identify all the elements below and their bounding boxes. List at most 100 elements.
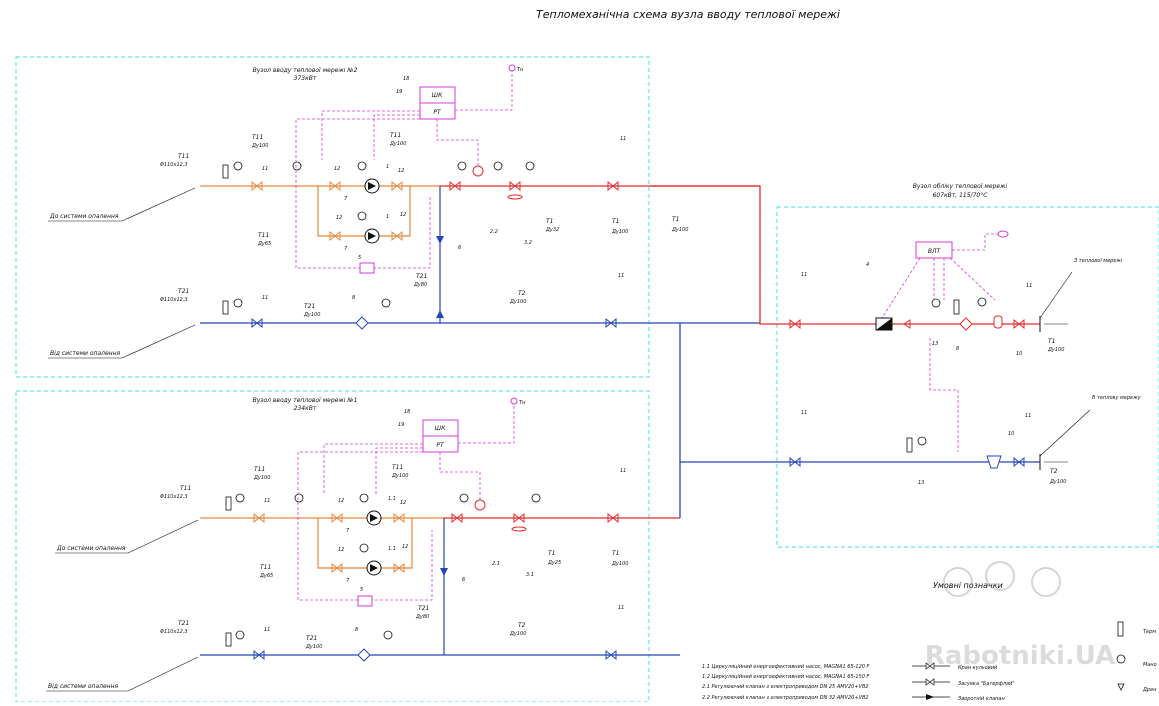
meter-params: 607кВт, 115/70°С (933, 192, 989, 199)
meter-boundary (776, 206, 1159, 548)
node2-dy100-label: Ду100 (251, 143, 268, 149)
node1-pipe1-label: Φ110х12,3 (160, 494, 188, 500)
meter-n13a: 13 (932, 341, 938, 347)
node1-manometer-8-icon (383, 630, 393, 640)
meter-n10b: 10 (1008, 431, 1014, 437)
node1-title: Вузол вводу теплової мережі №1 (253, 397, 358, 404)
node2-t1b-label: T1 (612, 218, 619, 225)
meter-control-link-5 (929, 338, 959, 452)
node1-n11c: 11 (620, 468, 626, 474)
node2-check-valve-2-icon (436, 310, 444, 318)
node1-rt-label: РТ (436, 442, 445, 449)
node2-to-heating-leader (121, 187, 196, 222)
node2-t21-label: T21 (178, 288, 189, 295)
meter-control-link-1 (952, 233, 998, 251)
node1-controller-5-icon (357, 595, 373, 607)
node1-manometer-6-icon (531, 493, 541, 503)
node1-dy100c-label: Ду100 (305, 644, 322, 650)
node2-t11c-label: T11 (258, 232, 269, 239)
node1-manometer-3-icon (359, 493, 369, 503)
legend-ball-valve-icon (925, 662, 935, 670)
node1-t1-label: T1 (548, 550, 555, 557)
node2-thermometer-2-icon (222, 300, 229, 315)
node1-sensor-icon (511, 526, 527, 532)
meter-control-link-6 (949, 257, 996, 301)
node2-l22: 2.2 (490, 229, 498, 235)
meter-vlt-label: ВЛТ (928, 248, 942, 255)
node2-pump-2-arrow-icon (368, 232, 376, 240)
node1-dy25-label: Ду25 (547, 560, 561, 566)
node2-power: 373кВт (294, 75, 317, 82)
node2-t21b-label: T21 (416, 273, 427, 280)
node1-t21b-label: T21 (418, 605, 429, 612)
node2-shk-label: ШК (432, 92, 443, 99)
node1-dy65-label: Ду65 (259, 573, 273, 579)
node2-n7: 7 (344, 196, 348, 202)
node2-n18: 18 (403, 76, 409, 82)
meter-thermometer-1-icon (953, 299, 960, 315)
node1-valve-12c-icon (331, 562, 343, 574)
node1-t2-label: T2 (518, 622, 526, 629)
legend-title: Умовні позначки (933, 581, 1003, 590)
legend-right-3: Дрен (1142, 687, 1157, 693)
node1-n5: 5 (360, 587, 363, 593)
node1-t11c-label: T11 (260, 564, 271, 571)
node1-dy80-label: Ду80 (415, 614, 429, 620)
meter-from-network-leader (1039, 271, 1073, 319)
node2-from-heating-leader (121, 324, 196, 359)
node2-control-link-5 (436, 119, 479, 166)
node2-thermometer-icon (222, 164, 229, 179)
node2-valve-supply-a-icon (449, 180, 461, 192)
node1-dy100-label: Ду100 (253, 475, 270, 481)
watermark: Rabotniki.UA (925, 561, 1115, 671)
legend-drain-icon (1117, 683, 1125, 691)
node2-manometer-9-icon (381, 298, 391, 308)
node2-return-valve-icon (251, 317, 263, 329)
meter-from-network: З теплової мережі (1074, 258, 1123, 264)
node2-manometer-8-icon (233, 298, 243, 308)
node2-t1c-label: T1 (672, 216, 679, 223)
meter-n11a: 11 (801, 272, 807, 278)
node1-n8: 8 (355, 627, 358, 633)
legend-item-2: 1.2 Циркуляційний енергоефективний насос… (702, 674, 870, 680)
node1-t11b-label: T11 (254, 466, 265, 473)
node1-n11: 11 (264, 498, 270, 504)
node2-controller-5-icon (359, 262, 375, 274)
node2-control-valve-icon (509, 180, 521, 192)
node2-title: Вузол вводу теплової мережі №2 (253, 67, 358, 74)
node2-boundary (15, 56, 650, 378)
node2-n6: 6 (458, 245, 461, 251)
meter-manometer-1-icon (931, 298, 941, 308)
node2-pump-bypass (317, 186, 411, 237)
node1-filter-icon (357, 648, 371, 662)
node2-t11d-label: T11 (390, 132, 401, 139)
meter-supply-valve-2-icon (1013, 318, 1025, 330)
node2-pipe1-label: Φ110х12,3 (160, 162, 188, 168)
node1-pipe2-label: Φ110х12,3 (160, 629, 188, 635)
meter-group: Вузол обліку теплової мережі 607кВт, 115… (789, 183, 1142, 486)
node2-dy80-label: Ду80 (413, 282, 427, 288)
node2-t11-label: T11 (178, 153, 189, 160)
meter-mud-separator-icon (993, 315, 1003, 329)
node1-thermometer-icon (225, 496, 232, 511)
node1-from-heating: Від системи опалення (48, 683, 118, 690)
meter-filter-icon (959, 317, 973, 331)
legend-right-2: Мано (1143, 662, 1157, 668)
node1-valve-12a-icon (331, 512, 343, 524)
node2-control-link-3 (295, 118, 431, 269)
node2-dy100e-label: Ду100 (611, 229, 628, 235)
node1-l11b: 1.1 (388, 546, 396, 552)
node2-filter-icon (355, 316, 369, 330)
node2-manometer-3-icon (357, 161, 367, 171)
node1-ball-valve-icon (253, 512, 265, 524)
node2-group: Вузол вводу теплової мережі №2 373кВт (48, 64, 760, 359)
legend-manometer-icon (1116, 654, 1126, 664)
legend-symbol-3: Зворотній клапан (958, 696, 1005, 702)
meter-to-network-leader (1039, 409, 1091, 457)
node1-control-link-1 (323, 443, 423, 494)
node2-n12c: 12 (336, 215, 342, 221)
node1-l31: 3.1 (526, 572, 534, 578)
node2-t21c-label: T21 (304, 303, 315, 310)
node1-pump-bypass (317, 518, 413, 569)
meter-n8: 8 (956, 346, 959, 352)
